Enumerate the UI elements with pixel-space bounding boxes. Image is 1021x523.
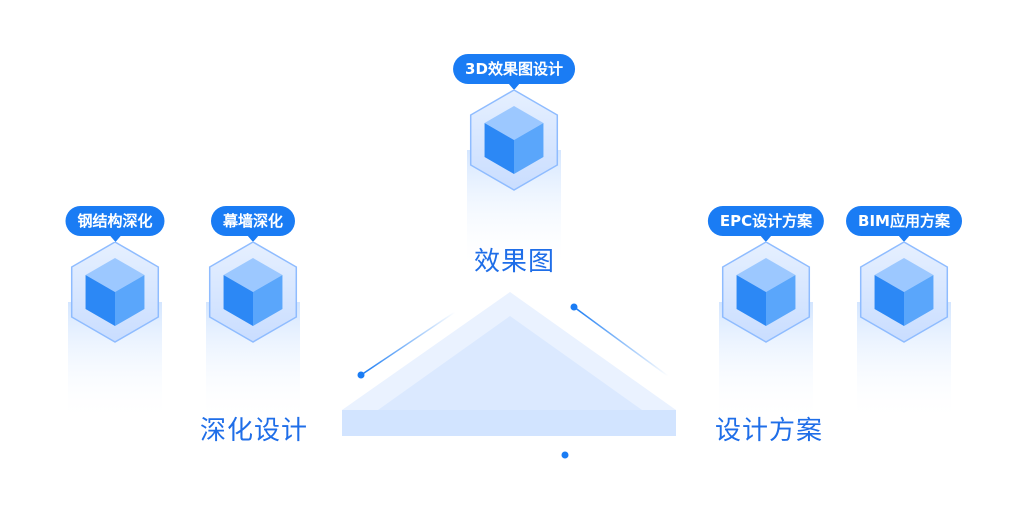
connector-right — [570, 303, 669, 377]
cube-icon-graphic — [68, 241, 162, 422]
cube-top-face — [736, 258, 796, 292]
node-tag: 钢结构深化 — [65, 206, 165, 242]
cube-icon — [849, 241, 959, 432]
cube-icon-graphic — [719, 241, 813, 422]
connector-left — [357, 311, 456, 379]
cube-icon — [459, 89, 569, 280]
node-tag: BIM应用方案 — [846, 206, 962, 242]
cube-left-face — [85, 275, 115, 326]
cube-icon-graphic — [206, 241, 300, 422]
cube-icon — [711, 241, 821, 432]
node-tag: 幕墙深化 — [210, 206, 296, 242]
cube-icon-graphic — [857, 241, 951, 422]
cube-top-face — [874, 258, 934, 292]
cube-icon — [60, 241, 170, 432]
right-category-label: 设计方案 — [715, 416, 824, 446]
cube-top-face — [484, 106, 544, 140]
center-platform — [342, 292, 676, 436]
connector-bottom — [440, 451, 569, 459]
node-bim-scheme: BIM应用方案 — [846, 206, 962, 436]
node-steel-structure: 钢结构深化 — [60, 206, 170, 436]
node-tag: 3D效果图设计 — [453, 54, 575, 90]
left-category-label: 深化设计 — [200, 416, 309, 446]
node-epc-scheme: EPC设计方案 — [707, 206, 825, 436]
cube-icon — [198, 241, 308, 432]
node-3d-render: 3D效果图设计 — [453, 54, 575, 284]
cube-icon-graphic — [467, 89, 561, 270]
center-category-label: 效果图 — [474, 247, 556, 277]
node-tag: EPC设计方案 — [707, 206, 825, 242]
node-curtain-wall: 幕墙深化 — [198, 206, 308, 436]
